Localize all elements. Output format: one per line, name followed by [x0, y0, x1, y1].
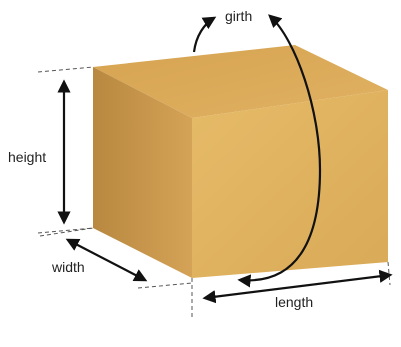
box — [93, 45, 388, 278]
girth-arrow-left — [192, 16, 217, 53]
girth-label: girth — [225, 8, 252, 24]
height-top-extension — [37, 66, 94, 73]
width-label: width — [51, 259, 85, 275]
height-bottom-extension — [37, 227, 94, 234]
extension-lines — [37, 66, 391, 320]
width-bottom-extension — [137, 282, 193, 289]
width-arrow — [65, 238, 148, 282]
length-label: length — [275, 294, 313, 310]
width-left-extension — [39, 227, 94, 237]
box-left-face — [93, 67, 192, 278]
girth-arrow-loop — [237, 14, 322, 288]
length-arrow — [202, 269, 393, 304]
height-label: height — [8, 149, 46, 165]
length-right-extension — [387, 261, 391, 286]
box-front-face — [192, 90, 388, 278]
